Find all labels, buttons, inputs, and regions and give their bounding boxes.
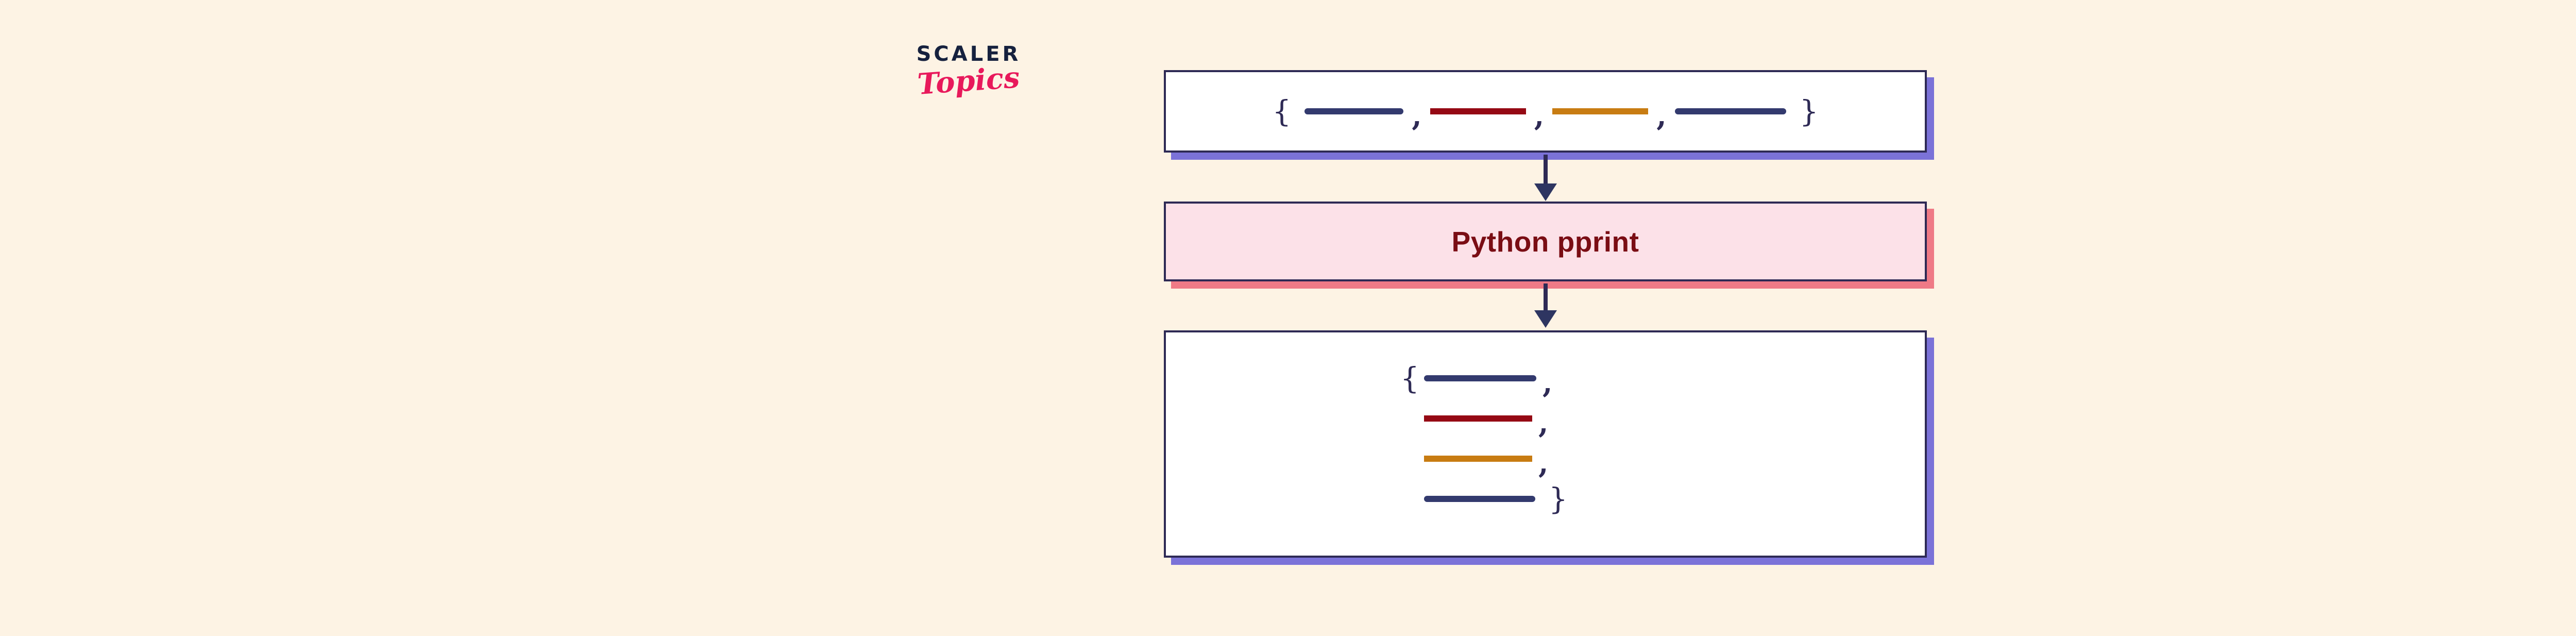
logo-wordmark-scaler: SCALER [916, 42, 1021, 66]
dict-entry-bar-4 [1424, 496, 1535, 502]
dict-entry-bar-3 [1424, 456, 1532, 462]
dict-separator-3: , [1538, 446, 1549, 480]
close-brace: } [1549, 481, 1568, 516]
close-brace: } [1799, 93, 1819, 129]
dict-stacked-block: { , , [1166, 332, 1925, 556]
dict-entry-bar-3 [1552, 108, 1649, 114]
dict-entry-bar-2 [1430, 108, 1526, 114]
arrow-process-to-output [1534, 283, 1557, 331]
dict-row: , [1400, 439, 1668, 479]
dict-row: , [1400, 398, 1668, 439]
dict-entry-bar-2 [1424, 415, 1532, 422]
arrow-shaft [1544, 155, 1548, 186]
dict-separator-2: , [1538, 406, 1549, 440]
dict-row: { , [1400, 358, 1668, 398]
dict-inline-row: { , , , } [1166, 72, 1925, 150]
dict-separator-2: , [1534, 98, 1545, 133]
dict-entry-bar-1 [1424, 375, 1536, 381]
arrow-input-to-process [1534, 155, 1557, 202]
dict-separator-1: , [1543, 365, 1553, 400]
open-brace: { [1272, 93, 1292, 129]
dict-separator-1: , [1412, 98, 1422, 133]
dict-entry-bar-1-wrap [1424, 375, 1536, 381]
pretty-printed-dict-box: { , , [1164, 330, 1927, 558]
arrow-down-icon [1534, 310, 1557, 328]
unformatted-dict-box: { , , , } [1164, 70, 1927, 153]
dict-row: } [1400, 479, 1668, 519]
open-brace: { [1400, 360, 1419, 396]
scaler-topics-logo: SCALER Topics [902, 44, 1036, 126]
arrow-shaft [1544, 283, 1548, 312]
python-pprint-process-box: Python pprint [1164, 202, 1927, 281]
dict-entry-bar-1 [1304, 108, 1404, 114]
arrow-down-icon [1534, 183, 1557, 201]
process-label: Python pprint [1451, 225, 1639, 258]
dict-separator-3: , [1656, 98, 1667, 133]
dict-entry-bar-3-wrap [1424, 456, 1532, 462]
dict-entry-bar-4 [1674, 108, 1786, 114]
dict-entry-bar-2-wrap [1424, 415, 1532, 422]
dict-rows: { , , [1400, 358, 1668, 519]
dict-entry-bar-4-wrap [1424, 496, 1535, 502]
